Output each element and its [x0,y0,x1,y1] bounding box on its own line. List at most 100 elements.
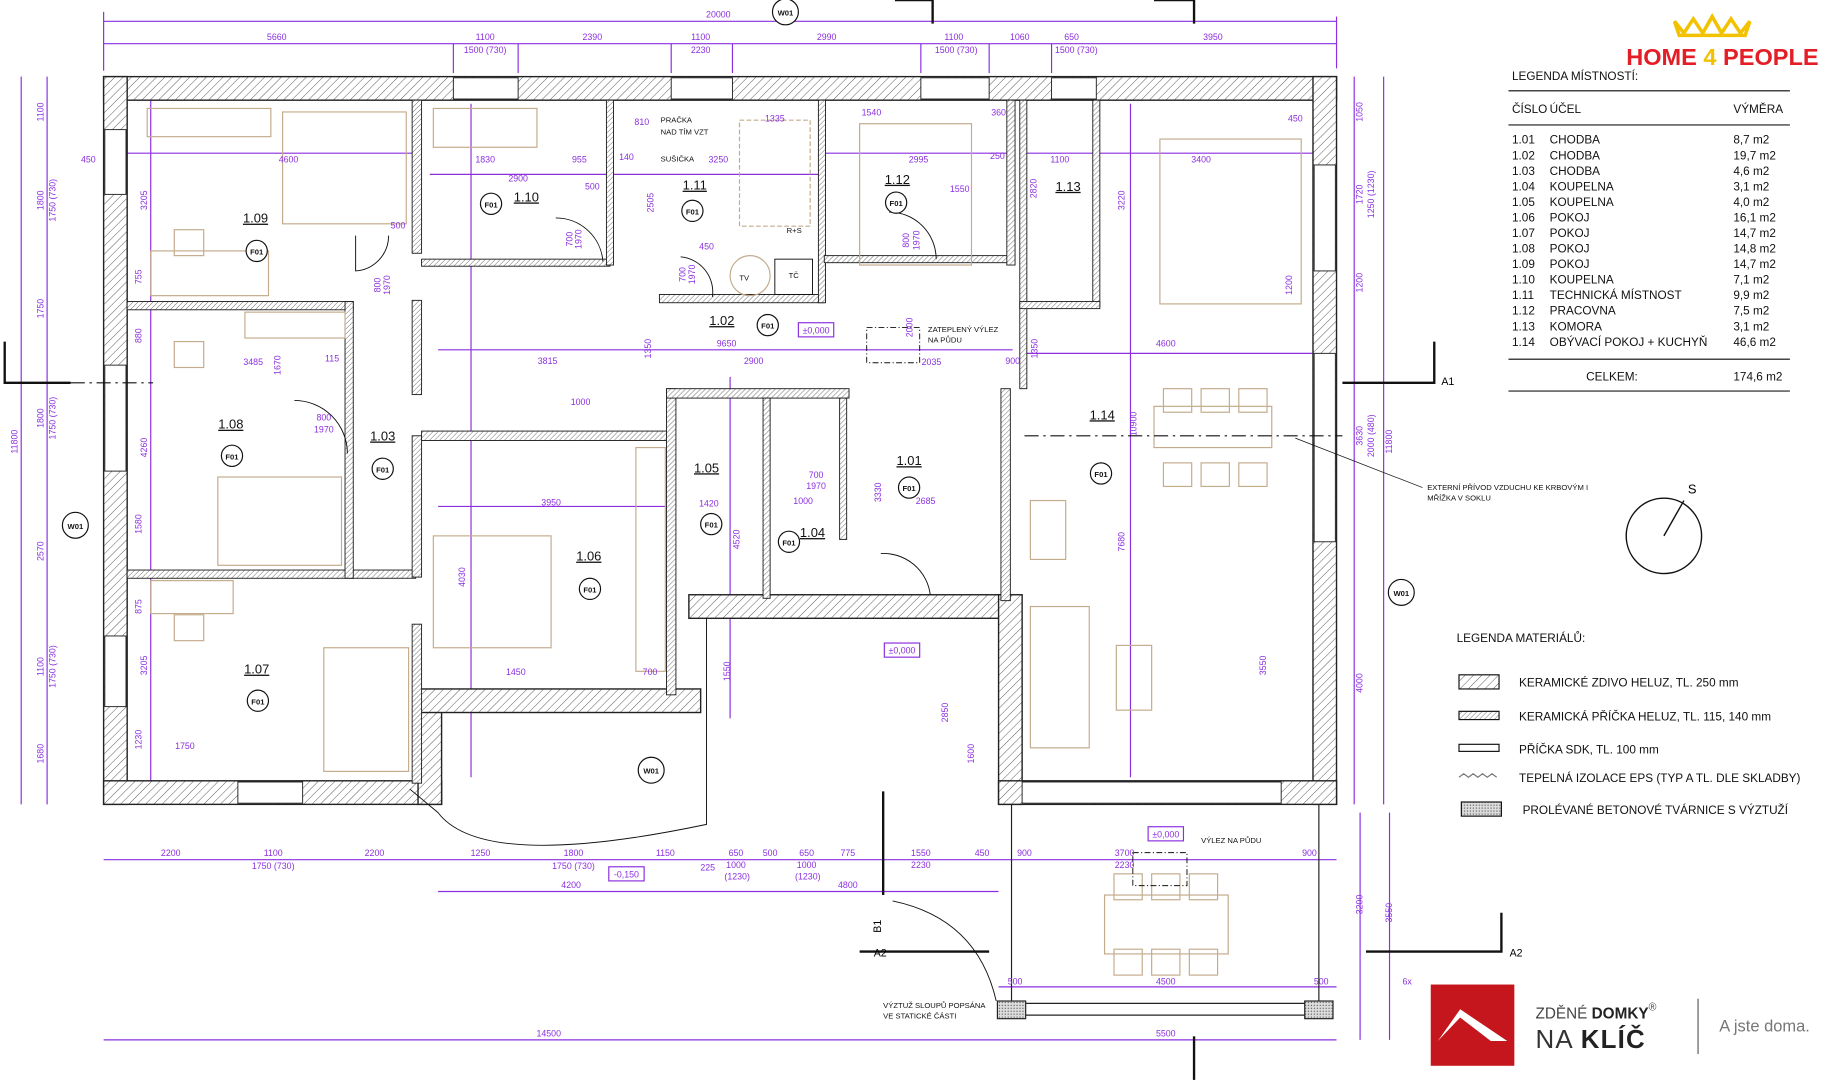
legend-room-area: 4,0 m2 [1733,196,1769,209]
dim-label: (1230) [724,872,750,882]
dim-label: 700 [677,267,687,282]
dim-label: 1750 (730) [47,397,57,440]
dim-label: 1350 [1029,339,1039,359]
dim-label: 3330 [873,482,883,502]
dim-label: 3815 [538,356,558,366]
legend-room-number: 1.05 [1512,196,1535,209]
note-rs: R+S [787,226,802,235]
dim-label: 2990 [817,32,837,42]
dim-label: 900 [1302,848,1317,858]
svg-text:ZDĚNÉ DOMKY®: ZDĚNÉ DOMKY® [1536,1001,1657,1022]
dim-label: 500 [391,221,406,231]
dim-label: 1750 (730) [552,861,595,871]
dim-label: 1970 [382,275,392,295]
dim-label: 1335 [765,113,785,123]
plan-notes: PRAČKA NAD TÍM VZT SUŠIČKA TV TČ R+S ZAT… [661,116,1589,1021]
legend-room-number: 1.06 [1512,211,1535,224]
dim-label: 775 [840,848,855,858]
f01-marker: F01 [225,452,239,461]
dim-label: 1100 [691,32,710,42]
dim-label: 1600 [966,744,976,764]
logo-domky: DOMKY [1592,1006,1649,1023]
dim-label: 11800 [1384,430,1394,454]
room-1-06: 1.06 [576,549,601,564]
legend-room-area: 8,7 m2 [1733,134,1769,147]
dim-label: 1750 (730) [47,645,57,688]
room-1-07: 1.07 [244,662,269,677]
dim-label: 4200 [561,880,581,890]
dim-label: 1970 [574,229,584,249]
col-header-purpose: ÚČEL [1550,103,1582,116]
logo-slogan: A jste doma. [1719,1018,1810,1036]
dim-label: 1100 [1050,155,1069,165]
level-terrace: ±0,000 [889,646,916,656]
dim-label: 5660 [267,32,287,42]
note-columns: VÝZTUŽ SLOUPŮ POPSÁNA [883,1001,986,1010]
logo-zdene: ZDĚNÉ [1536,1006,1592,1023]
dim-label: 700 [564,232,574,247]
north-arrow: S [1625,481,1703,575]
dim-label: 10900 [1128,412,1138,437]
f01-marker: F01 [761,322,775,331]
dim-label: 1000 [793,496,813,506]
dim-label: 225 [700,862,715,872]
dim-label: (1230) [795,872,821,882]
dim-label: 1800 [36,408,46,428]
legend-room-area: 14,7 m2 [1733,227,1776,240]
material-label: PŘÍČKA SDK, TL. 100 mm [1519,744,1659,757]
dim-label: 1970 [314,424,334,434]
dim-label: 900 [1017,848,1032,858]
note-air-supply: EXTERNÍ PŘÍVOD VZDUCHU KE KRBOVÝM I [1427,483,1588,492]
legend-room-area: 4,6 m2 [1733,165,1769,178]
note-washer: PRAČKA [661,116,693,125]
dim-label: 1970 [912,230,922,250]
dim-label: 4260 [139,438,149,458]
w01-marker: W01 [643,767,659,776]
dim-label: 880 [133,328,143,343]
zdene-domky-logo: ZDĚNÉ DOMKY® NA KLÍČ A jste doma. [1430,984,1810,1066]
legend-room-number: 1.10 [1512,274,1535,287]
dim-label: 2200 [161,848,181,858]
material-legend: LEGENDA MATERIÁLŮ: KERAMICKÉ ZDIVO HELUZ… [1457,632,1801,817]
dim-label: 1250 (1230) [1366,171,1376,219]
dim-label: 1250 [471,848,491,858]
dim-label: 875 [133,599,143,614]
f01-marker: F01 [782,538,796,547]
dim-label: 800 [901,233,911,248]
legend-room-number: 1.02 [1512,149,1535,162]
logo-text-people: PEOPLE [1717,44,1819,70]
dim-label: 3550 [1258,656,1268,676]
dim-label: 650 [1064,32,1079,42]
floor-type-labels: F01 F01 F01 F01 F01 F01 F01 F01 F01 F01 … [225,199,1108,706]
note-washer-vzt: NAD TÍM VZT [661,127,709,136]
dim-label: 2900 [508,173,528,183]
dimensions-right: 1050 1720 1250 (1230) 1200 3630 2000 (48… [1354,102,1393,922]
dim-label: 2390 [582,32,602,42]
dimensions-top: 20000 5660 1100 1500 (730) 2390 1100 223… [267,10,1223,55]
dim-label: 1750 (730) [47,179,57,222]
material-legend-title: LEGENDA MATERIÁLŮ: [1457,632,1586,645]
dim-label: 1500 (730) [935,45,978,55]
dim-label: 115 [325,354,339,364]
legend-room-area: 46,6 m2 [1733,336,1776,349]
dim-label: 1750 [175,741,195,751]
dim-label: 1350 [643,339,653,359]
note-tc: TČ [789,271,800,280]
legend-total-label: CELKEM: [1586,370,1638,383]
dim-label: 4520 [732,530,742,550]
dim-label: 1720 [1354,184,1364,204]
dim-label: 3550 [1384,903,1394,923]
dim-label: 1970 [806,481,826,491]
dim-label: 1100 [944,32,963,42]
note-air-supply-2: MŘÍŽKA V SOKLU [1427,494,1491,503]
dim-label: 450 [699,242,714,252]
dim-label: 3220 [1117,190,1127,210]
dim-label: 450 [1288,113,1303,123]
dim-label: 4600 [279,155,299,165]
dim-label: 1100 [36,657,46,676]
dim-label: 800 [316,412,331,422]
dim-label: 2230 [1115,860,1135,870]
dim-label: 3200 [1354,895,1364,915]
dim-label: 140 [619,152,634,162]
f01-marker: F01 [890,199,904,208]
